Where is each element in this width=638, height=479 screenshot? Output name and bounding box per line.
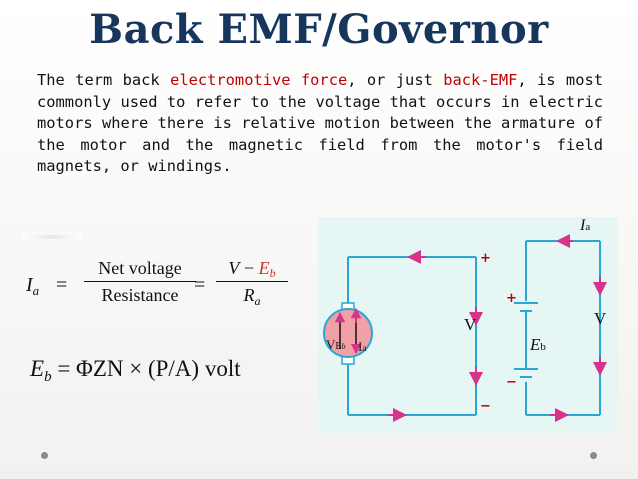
label-motor-voltage: VEb xyxy=(326,337,346,352)
definition-paragraph: The term back electromotive force, or ju… xyxy=(37,70,603,178)
label-v-middle: V xyxy=(464,315,477,334)
left-loop-wires xyxy=(347,256,477,416)
slide-title: Back EMF/Governor xyxy=(89,6,549,53)
battery-symbol xyxy=(514,302,538,378)
label-v-right: V xyxy=(594,309,607,328)
eq1-fraction-words: Net voltage Resistance xyxy=(84,258,196,306)
term-back-emf: back-EMF xyxy=(443,71,518,89)
motor-symbol xyxy=(323,302,373,365)
eq1-numerator-symbols: V − Eb xyxy=(228,258,276,280)
label-ia-top: Ia xyxy=(580,217,591,234)
minus-sign-left: − xyxy=(480,399,491,414)
plus-sign-left: + xyxy=(480,251,491,266)
back-emf-equation: Eb = ΦZN × (P/A) volt xyxy=(30,356,241,385)
eq1-denominator-symbols: Ra xyxy=(243,285,261,308)
eq1-denominator: Resistance xyxy=(101,285,179,305)
eq1-equals-2: = xyxy=(194,274,206,296)
plus-sign-battery: + xyxy=(506,291,517,306)
eq1-numerator: Net voltage xyxy=(98,258,182,278)
motor-circuit-diagram: Ia V V Eb VEb Ia + + − − xyxy=(318,217,618,434)
label-motor-current: Ia xyxy=(358,339,367,354)
minus-sign-battery: − xyxy=(506,375,517,390)
corner-dot-left xyxy=(41,452,48,459)
circuit-svg xyxy=(323,234,607,422)
decorative-line xyxy=(22,235,82,239)
eq1-fraction-symbols: V − Eb Ra xyxy=(216,258,288,308)
eq1-lhs: Ia xyxy=(26,274,40,298)
current-arrows xyxy=(388,234,607,422)
term-electromotive-force: electromotive force xyxy=(170,71,348,89)
corner-dot-right xyxy=(590,452,597,459)
right-loop-wires xyxy=(525,240,601,416)
para-text-1: The term back xyxy=(37,71,171,89)
para-text-2: , or just xyxy=(347,71,444,89)
armature-current-equation: Ia = Net voltage Resistance = V − Eb Ra xyxy=(26,252,296,332)
para-text-3: , is most commonly used to refer to the … xyxy=(37,71,603,176)
label-eb: Eb xyxy=(530,335,546,354)
eq1-equals: = xyxy=(56,274,68,296)
